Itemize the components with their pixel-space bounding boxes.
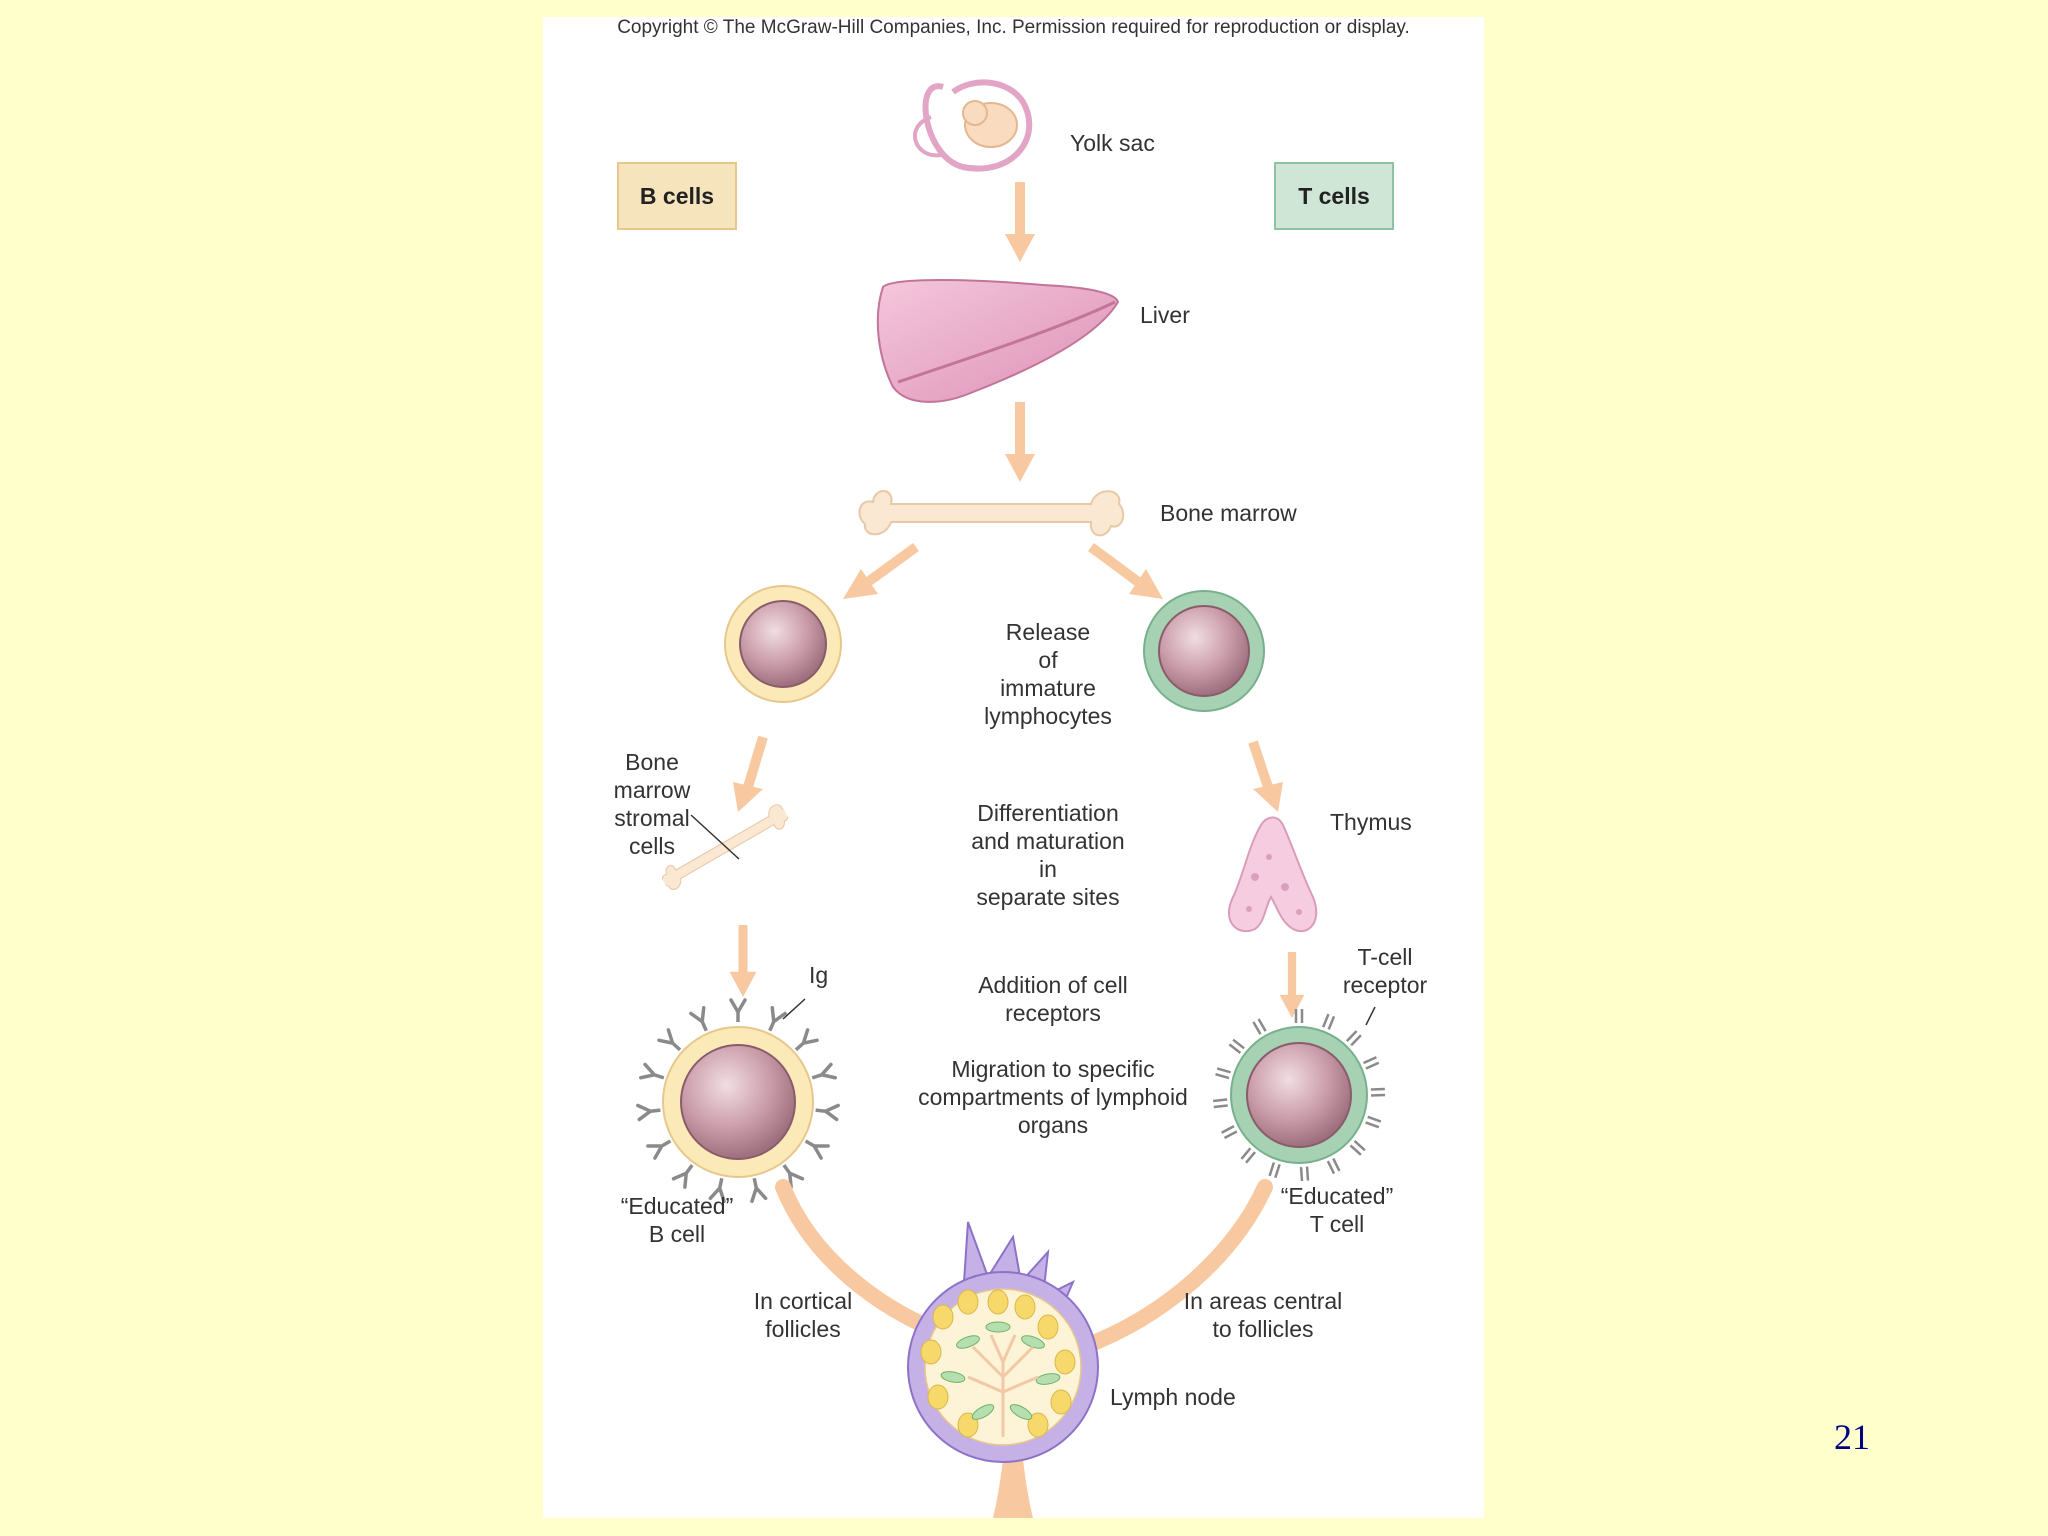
lymph-node-icon: [907, 1221, 1099, 1518]
b-cells-tag: B cells: [617, 162, 737, 230]
arrow-bone-to-t-cell: [1088, 542, 1163, 599]
thymus-icon: [1227, 816, 1318, 933]
diagram-panel: Copyright © The McGraw-Hill Companies, I…: [543, 17, 1484, 1518]
copyright-notice: Copyright © The McGraw-Hill Companies, I…: [617, 17, 1410, 38]
arrow-bone-to-b-cell: [843, 542, 919, 599]
arrow-liver-to-bone-marrow: [1005, 402, 1035, 482]
release-label: Release of immature lymphocytes: [984, 619, 1112, 729]
liver-icon: [876, 279, 1120, 403]
liver-label: Liver: [1140, 302, 1190, 328]
educated-t-cell-label: “Educated” T cell: [1280, 1183, 1394, 1237]
embryo-icon: [912, 79, 1033, 172]
immature-b-cell-icon: [724, 585, 842, 703]
yolk-sac-label: Yolk sac: [1070, 130, 1155, 156]
educated-t-cell-icon: [1211, 1006, 1387, 1183]
arrow-thymus-to-educated-t: [1279, 952, 1305, 1018]
bone-marrow-label: Bone marrow: [1160, 500, 1297, 526]
t-cell-receptor-label: T-cell receptor: [1342, 944, 1428, 998]
lymph-node-label: Lymph node: [1110, 1384, 1236, 1410]
immature-t-cell-icon: [1143, 590, 1265, 712]
slide-number: 21: [1834, 1417, 1870, 1457]
ig-label: Ig: [809, 962, 829, 988]
thymus-label: Thymus: [1330, 809, 1412, 835]
educated-b-cell-label: “Educated” B cell: [620, 1193, 734, 1247]
educated-b-cell-icon: [636, 998, 840, 1204]
cortical-follicles-label: In cortical follicles: [753, 1288, 853, 1342]
lymphocyte-development-diagram: [636, 79, 1387, 1518]
t-cells-tag: T cells: [1274, 162, 1394, 230]
arrow-yolk-to-liver: [1005, 182, 1035, 262]
arrow-stromal-to-educated-b: [729, 925, 757, 997]
differentiation-label: Differentiation and maturation in separa…: [971, 800, 1125, 910]
bone-marrow-icon: [858, 489, 1125, 537]
central-follicles-label: In areas central to follicles: [1183, 1288, 1343, 1342]
addition-label: Addition of cell receptors: [978, 972, 1128, 1026]
arrow-t-to-thymus: [1248, 740, 1283, 812]
stromal-cells-label: Bone marrow stromal cells: [613, 749, 691, 859]
migration-label: Migration to specific compartments of ly…: [918, 1056, 1188, 1138]
stromal-bone-icon: [656, 800, 794, 894]
arrow-b-to-stromal: [733, 735, 768, 812]
